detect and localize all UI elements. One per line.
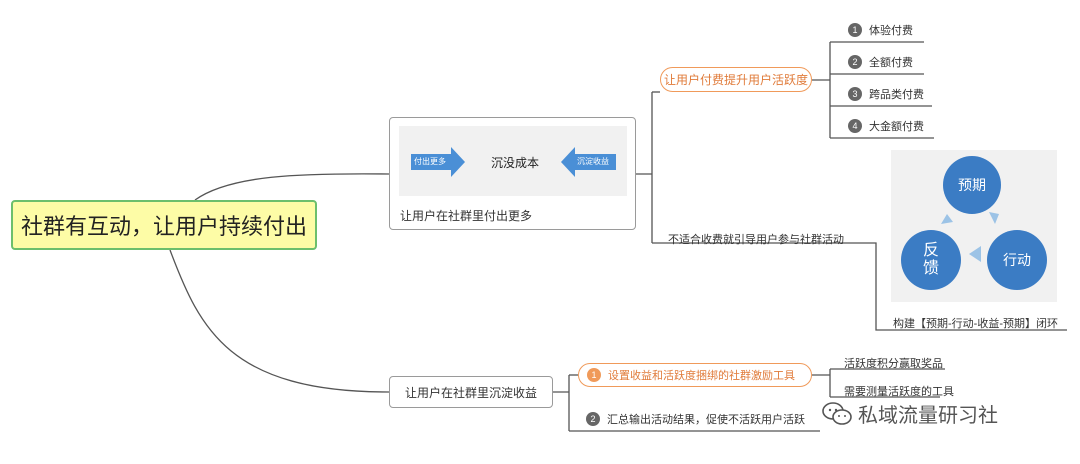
cycle-right-label: 行动 [1003,252,1031,268]
number-badge: 1 [587,368,601,382]
number-badge: 2 [586,412,600,426]
list-item-label: 跨品类付费 [869,89,924,101]
list-item[interactable]: 3 跨品类付费 [848,86,924,102]
sub-node-summary[interactable]: 2 汇总输出活动结果，促使不活跃用户活跃 [586,411,812,427]
branch1-node[interactable]: 付出更多 沉没成本 沉淀收益 让用户在社群里付出更多 [389,117,636,230]
sub-node-incentive[interactable]: 1 设置收益和活跃度捆绑的社群激励工具 [578,363,812,387]
number-badge: 2 [848,55,862,69]
cycle-action: 行动 [987,230,1047,290]
sub-node-paid-label: 让用户付费提升用户活跃度 [663,73,808,87]
left-arrow-icon [561,147,616,177]
cycle-arrows [941,212,999,262]
list-item-label: 体验付费 [869,25,913,37]
number-badge: 4 [848,119,862,133]
list-item[interactable]: 4 大金额付费 [848,118,924,134]
arrow-icon [969,246,981,262]
sunk-cost-image: 付出更多 沉没成本 沉淀收益 [399,126,627,196]
cycle-expectation: 预期 [943,156,1001,214]
sub-node-activity-label[interactable]: 不适合收费就引导用户参与社群活动 [668,234,844,246]
branch1-label: 让用户在社群里付出更多 [400,209,533,223]
cycle-image: 预期 行动 反 馈 [891,150,1057,302]
cycle-feedback: 反 馈 [901,230,961,290]
root-node[interactable]: 社群有互动，让用户持续付出 [11,200,317,250]
cycle-left-label: 反 馈 [922,242,939,277]
branch2-label: 让用户在社群里沉淀收益 [404,385,537,400]
list-item[interactable]: 需要测量活跃度的工具 [844,386,954,398]
arrow-right-label: 沉淀收益 [577,157,609,166]
branch2-node[interactable]: 让用户在社群里沉淀收益 [389,376,553,408]
list-item[interactable]: 1 体验付费 [848,22,913,38]
right-arrow-icon [411,147,465,177]
number-badge: 1 [848,23,862,37]
list-item-label: 大金额付费 [869,121,924,133]
connector-root-branch1 [194,173,390,201]
arrow-left-label: 付出更多 [414,157,446,166]
arrows-graphic [411,147,616,177]
sub-node-incentive-label: 设置收益和活跃度捆绑的社群激励工具 [608,370,795,382]
sunk-cost-label: 沉没成本 [491,156,540,170]
cycle-top-label: 预期 [958,177,986,193]
sub-node-summary-label: 汇总输出活动结果，促使不活跃用户活跃 [607,414,805,426]
connector-sub1-list [812,42,831,138]
wechat-icon [822,401,852,425]
number-badge: 3 [848,87,862,101]
list-item[interactable]: 2 全额付费 [848,54,913,70]
watermark-label: 私域流量研习社 [858,405,998,427]
connector-sub2-underline [652,242,1067,331]
list-item[interactable]: 活跃度积分赢取奖品 [844,358,943,370]
arrow-icon [941,214,953,224]
connector-root-branch2 [169,249,390,393]
connector-branch1-trunk [636,92,653,243]
arrow-icon [989,212,999,224]
watermark: 私域流量研习社 [818,399,1002,428]
root-label: 社群有互动，让用户持续付出 [20,214,307,239]
connector-branch2-sub1-list [812,368,945,398]
cycle-caption: 构建【预期-行动-收益-预期】闭环 [893,318,1058,330]
list-item-label: 全额付费 [869,57,913,69]
sub-node-paid[interactable]: 让用户付费提升用户活跃度 [660,67,812,92]
connector-branch2-trunk [553,375,570,431]
